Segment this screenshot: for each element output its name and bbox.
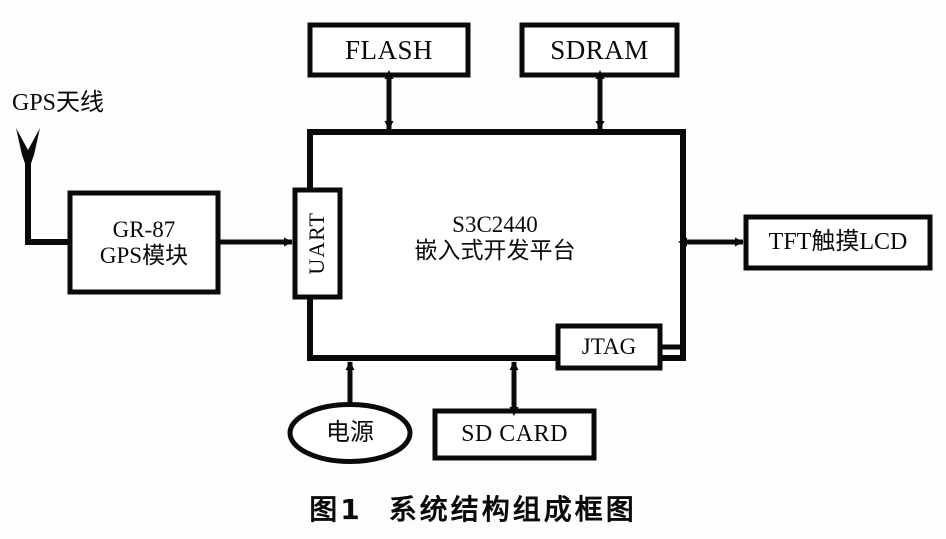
gps-module-box — [67, 190, 221, 295]
uart-box — [292, 187, 343, 300]
figure-caption: 图1 系统结构组成框图 — [0, 487, 946, 529]
figure-caption-text: 系统结构组成框图 — [388, 493, 637, 526]
gps-antenna-symbol — [16, 128, 70, 245]
jtag-box — [555, 323, 663, 371]
power-ellipse — [287, 402, 413, 464]
figure-caption-number: 图1 — [309, 493, 363, 526]
sd-card-box — [432, 408, 597, 461]
cpu-platform-box — [307, 129, 686, 361]
sdram-box — [519, 22, 680, 78]
flash-box — [307, 22, 471, 78]
tft-lcd-box — [743, 214, 933, 271]
